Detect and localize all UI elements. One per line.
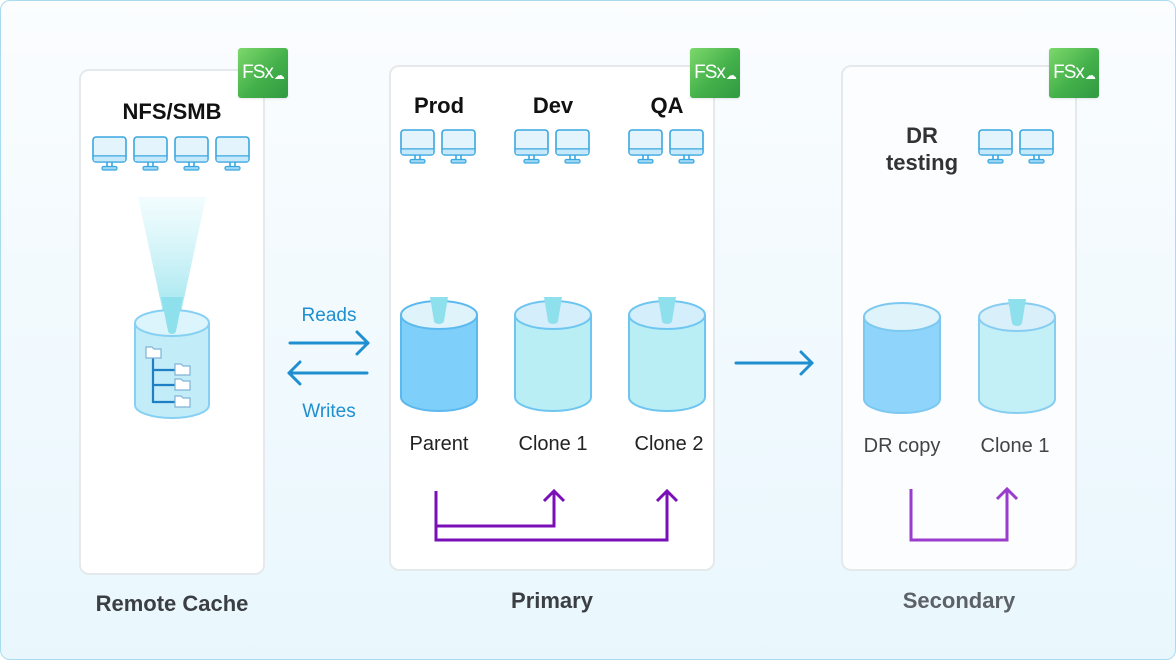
- fsx-badge-text: FSx: [1053, 62, 1085, 83]
- client-monitor-icon: [133, 136, 168, 171]
- client-monitor-icon: [400, 129, 435, 164]
- clone-arrows-icon: [434, 488, 679, 542]
- env-title-qa: QA: [650, 93, 684, 118]
- access-beam-tip: [658, 297, 676, 324]
- client-monitor-icon: [215, 136, 250, 171]
- writes-arrow-icon: [287, 360, 369, 386]
- dr-copy-volume: [863, 302, 941, 414]
- client-monitor-icon: [92, 136, 127, 171]
- client-monitor-icon: [978, 129, 1013, 164]
- secondary-clone-arrow-icon: [909, 486, 1019, 542]
- volume-label-dr-copy: DR copy: [863, 435, 941, 457]
- dr-title-line-1: DR: [906, 123, 938, 148]
- access-beam-tip: [1008, 299, 1026, 326]
- protocol-title: NFS/SMB: [122, 99, 222, 124]
- volume-label-clone-2: Clone 2: [634, 433, 704, 455]
- fsx-badge: FSx☁: [238, 48, 288, 98]
- access-beam-tip: [430, 297, 448, 324]
- fsx-badge: FSx☁: [690, 48, 740, 98]
- parent-volume: [400, 300, 478, 412]
- fsx-badge: FSx☁: [1049, 48, 1099, 98]
- cloud-icon: ☁: [273, 69, 285, 82]
- dr-title-line-2: testing: [885, 150, 959, 175]
- client-monitor-icon: [441, 129, 476, 164]
- folder-icons: [145, 346, 191, 408]
- client-monitor-icon: [1019, 129, 1054, 164]
- volume-label-clone-1: Clone 1: [518, 433, 588, 455]
- fsx-badge-text: FSx: [694, 62, 726, 83]
- env-title-dev: Dev: [532, 93, 574, 118]
- secondary-label: Secondary: [902, 588, 1016, 613]
- reads-arrow-icon: [288, 330, 370, 356]
- client-monitor-icon: [628, 129, 663, 164]
- fsx-badge-text: FSx: [242, 62, 274, 83]
- env-title-dr-testing: DR testing: [867, 122, 977, 176]
- writes-label: Writes: [302, 401, 356, 422]
- client-monitor-icon: [669, 129, 704, 164]
- access-beam-tip: [544, 297, 562, 324]
- client-monitor-icon: [514, 129, 549, 164]
- primary-label: Primary: [511, 588, 593, 613]
- volume-label-dr-clone-1: Clone 1: [980, 435, 1050, 457]
- cloud-icon: ☁: [1084, 69, 1096, 82]
- clone-volume: [514, 300, 592, 412]
- client-monitor-icon: [555, 129, 590, 164]
- env-title-prod: Prod: [413, 93, 465, 118]
- client-monitor-icon: [174, 136, 209, 171]
- volume-label-parent: Parent: [409, 433, 469, 455]
- cloud-icon: ☁: [725, 69, 737, 82]
- reads-label: Reads: [301, 305, 357, 326]
- remote-cache-label: Remote Cache: [95, 591, 249, 616]
- access-beam: [138, 197, 206, 334]
- folder-tree-icon: [151, 357, 175, 404]
